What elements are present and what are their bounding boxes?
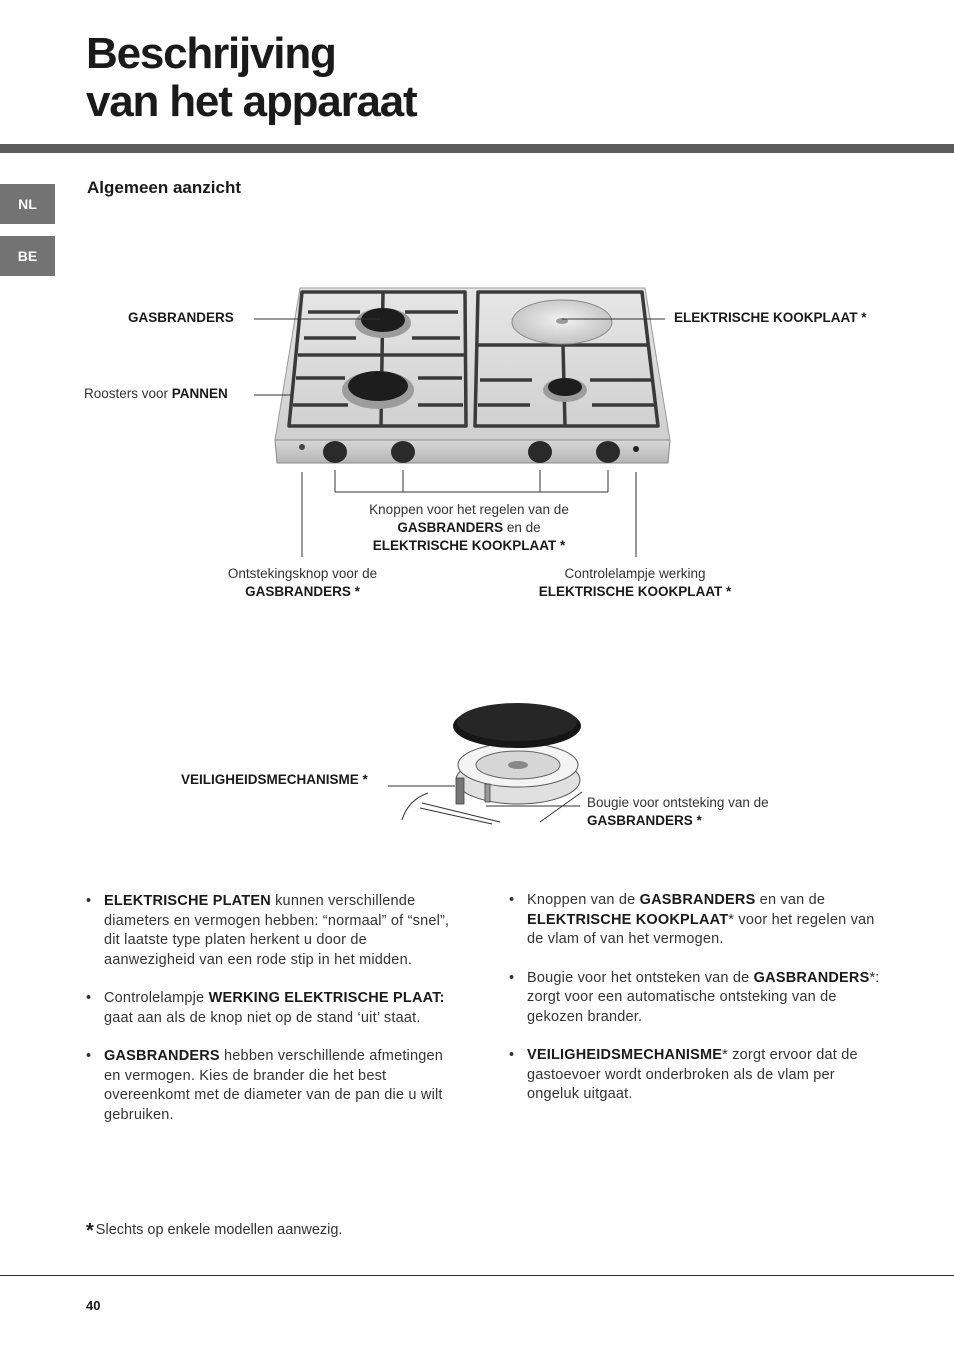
list-item: Bougie voor het ontsteken van de GASBRAN… [509, 969, 889, 1028]
language-tab-be[interactable]: BE [0, 236, 55, 276]
callout-lines [254, 318, 665, 557]
title-line-2: van het apparaat [86, 77, 418, 126]
title-line-1: Beschrijving [86, 29, 337, 78]
gas-burner-right-front [543, 378, 587, 402]
list-item: ELEKTRISCHE PLATEN kunnen verschillende … [86, 892, 458, 970]
control-knobs [323, 441, 620, 463]
pan-support-right [473, 290, 660, 428]
page-number: 40 [86, 1298, 101, 1313]
gas-burner-left-rear [355, 308, 411, 338]
label-elektrische-kookplaat: ELEKTRISCHE KOOKPLAAT * [674, 310, 867, 325]
label-controlelampje: Controlelampje werking ELEKTRISCHE KOOKP… [538, 566, 732, 599]
right-column-list: Knoppen van de GASBRANDERS en van de ELE… [509, 891, 889, 1124]
label-roosters: Roosters voor PANNEN [84, 386, 228, 401]
hob-front-panel [274, 439, 671, 464]
footnote: *Slechts op enkele modellen aanwezig. [86, 1220, 343, 1242]
electric-hotplate [511, 299, 613, 345]
label-gasbranders: GASBRANDERS [128, 310, 234, 325]
list-item: Knoppen van de GASBRANDERS en van de ELE… [509, 891, 889, 950]
list-item: GASBRANDERS hebben verschillende afmetin… [86, 1047, 458, 1125]
label-veiligheidsmechanisme: VEILIGHEIDSMECHANISME * [181, 772, 368, 787]
language-tab-nl[interactable]: NL [0, 184, 55, 224]
ignition-button [299, 444, 305, 450]
footnote-star: * [86, 1220, 94, 1242]
burner-detail-illustration [453, 703, 581, 805]
section-title: Algemeen aanzicht [87, 178, 241, 197]
header-rule [0, 144, 954, 153]
label-bougie: Bougie voor ontsteking van de GASBRANDER… [587, 795, 769, 828]
label-ontstekingsknop: Ontstekingsknop voor de GASBRANDERS * [227, 566, 378, 599]
left-column-list: ELEKTRISCHE PLATEN kunnen verschillende … [86, 892, 458, 1144]
burner-callout-lines [388, 785, 583, 825]
list-item: VEILIGHEIDSMECHANISME* zorgt ervoor dat … [509, 1046, 889, 1105]
gas-burner-left-front [342, 371, 414, 409]
indicator-light [633, 446, 639, 452]
footer-rule [0, 1275, 954, 1276]
page-title: Beschrijving van het apparaat [86, 29, 418, 126]
label-knoppen: Knoppen voor het regelen van de GASBRAND… [369, 502, 569, 553]
list-item: Controlelampje WERKING ELEKTRISCHE PLAAT… [86, 989, 458, 1028]
